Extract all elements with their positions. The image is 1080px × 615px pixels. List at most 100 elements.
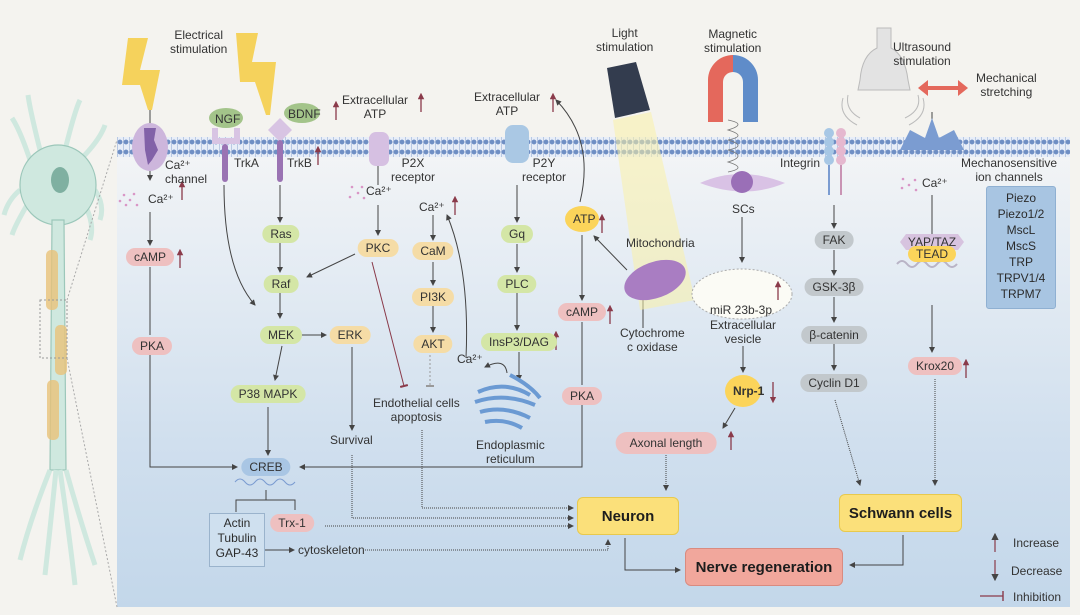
creb-node: CREB [241, 458, 291, 476]
nucleus-icon [51, 167, 69, 193]
tead-node: TEAD [907, 246, 957, 262]
channel-item: MscL [1006, 223, 1036, 237]
calcium-ions-icon [118, 177, 918, 207]
erk-node: ERK [329, 326, 371, 344]
pkc-node: PKC [357, 239, 399, 257]
mechanosensitive-channel-icon [900, 118, 964, 150]
pi3k-node: PI3K [411, 288, 455, 306]
channel-item: TRPV1/4 [996, 271, 1046, 285]
endoplasmic-reticulum-icon [474, 373, 542, 430]
krox20-node: Krox20 [907, 357, 963, 375]
trka-label: TrkA [234, 156, 259, 170]
channel-item: TRP [1009, 255, 1033, 269]
p38-mapk-node: P38 MAPK [230, 385, 306, 403]
legend-decrease: Decrease [1011, 564, 1063, 578]
neuron-outcome: Neuron [577, 497, 679, 535]
channel-item: Piezo1/2 [997, 207, 1045, 221]
cyclin-d1-node: Cyclin D1 [800, 374, 868, 392]
calcium-ion-label: Ca²⁺ [366, 184, 392, 198]
bdnf-icon [284, 103, 320, 123]
cam-node: CaM [412, 242, 454, 260]
calcium-channel-label: Ca²⁺channel [165, 158, 208, 186]
ultrasound-probe-icon [857, 27, 911, 91]
atp-node: ATP [565, 206, 599, 232]
nerve-regeneration-outcome: Nerve regeneration [685, 548, 843, 586]
fak-node: FAK [814, 231, 854, 249]
lightning-bolt-icon [236, 33, 276, 115]
light-lamp-icon [607, 62, 650, 118]
neuron-illustration [1, 94, 118, 608]
raf-node: Raf [263, 275, 299, 293]
channel-item: MscS [1006, 239, 1036, 253]
legend-graphics [980, 532, 1004, 601]
schwann-cells-outcome: Schwann cells [839, 494, 962, 532]
ngf-label: NGF [215, 112, 241, 126]
axonal-length-node: Axonal length [615, 432, 717, 454]
channel-item: TRPM7 [1000, 287, 1042, 301]
ngf-icon [209, 108, 243, 128]
pka-node: PKA [561, 387, 603, 405]
trx1-node: Trx-1 [270, 514, 314, 532]
ras-node: Ras [262, 225, 300, 243]
increase-arrow-icon [176, 92, 970, 450]
integrin-label: Integrin [780, 156, 821, 170]
calcium-ion-label: Ca²⁺ [148, 192, 174, 206]
beta-catenin-node: β-catenin [801, 326, 867, 344]
camp-node: cAMP [557, 303, 607, 321]
dna-icon [234, 478, 296, 486]
mitochondria-icon [624, 259, 686, 301]
nrp1-node: Nrp-1 [725, 375, 764, 407]
channel-item: Piezo [1005, 191, 1037, 205]
calcium-ion-label: Ca²⁺ [922, 176, 948, 190]
legend-increase: Increase [1013, 536, 1060, 550]
camp-node: cAMP [125, 248, 175, 266]
trkb-label: TrkB [287, 156, 312, 170]
magnet-icon [708, 55, 733, 122]
dna-icon [896, 260, 958, 268]
integrin-icon [824, 128, 846, 195]
double-arrow-icon [918, 80, 968, 96]
mitochondria-label: Mitochondria [626, 236, 695, 250]
legend-inhibition: Inhibition [1013, 590, 1062, 604]
p2x-receptor-icon [369, 132, 389, 166]
insp3-dag-node: InsP3/DAG [480, 333, 558, 351]
gq-node: Gq [500, 225, 534, 243]
mirna-label: miR 23b-3p [710, 303, 773, 317]
mek-node: MEK [259, 326, 303, 344]
plc-node: PLC [497, 275, 537, 293]
akt-node: AKT [413, 335, 453, 353]
gsk3b-node: GSK-3β [804, 278, 864, 296]
zoom-box [39, 299, 68, 359]
extracellular-vesicle-icon [691, 268, 793, 320]
calcium-ion-label: Ca²⁺ [419, 200, 445, 214]
bdnf-label: BDNF [288, 107, 321, 121]
p2y-receptor-icon [505, 125, 529, 163]
yap-taz-label: YAP/TAZ [907, 235, 957, 249]
lightning-bolt-icon [122, 38, 160, 110]
mechanosensitive-channel-list: Piezo Piezo1/2 MscL MscS TRP TRPV1/4 TRP… [986, 186, 1056, 309]
pka-node: PKA [131, 337, 173, 355]
calcium-ion-label: Ca²⁺ [457, 352, 483, 366]
survival-label: Survival [330, 433, 373, 447]
cytoskeleton-label: cytoskeleton [298, 543, 365, 557]
schwann-cells-abbrev-label: SCs [732, 202, 755, 216]
